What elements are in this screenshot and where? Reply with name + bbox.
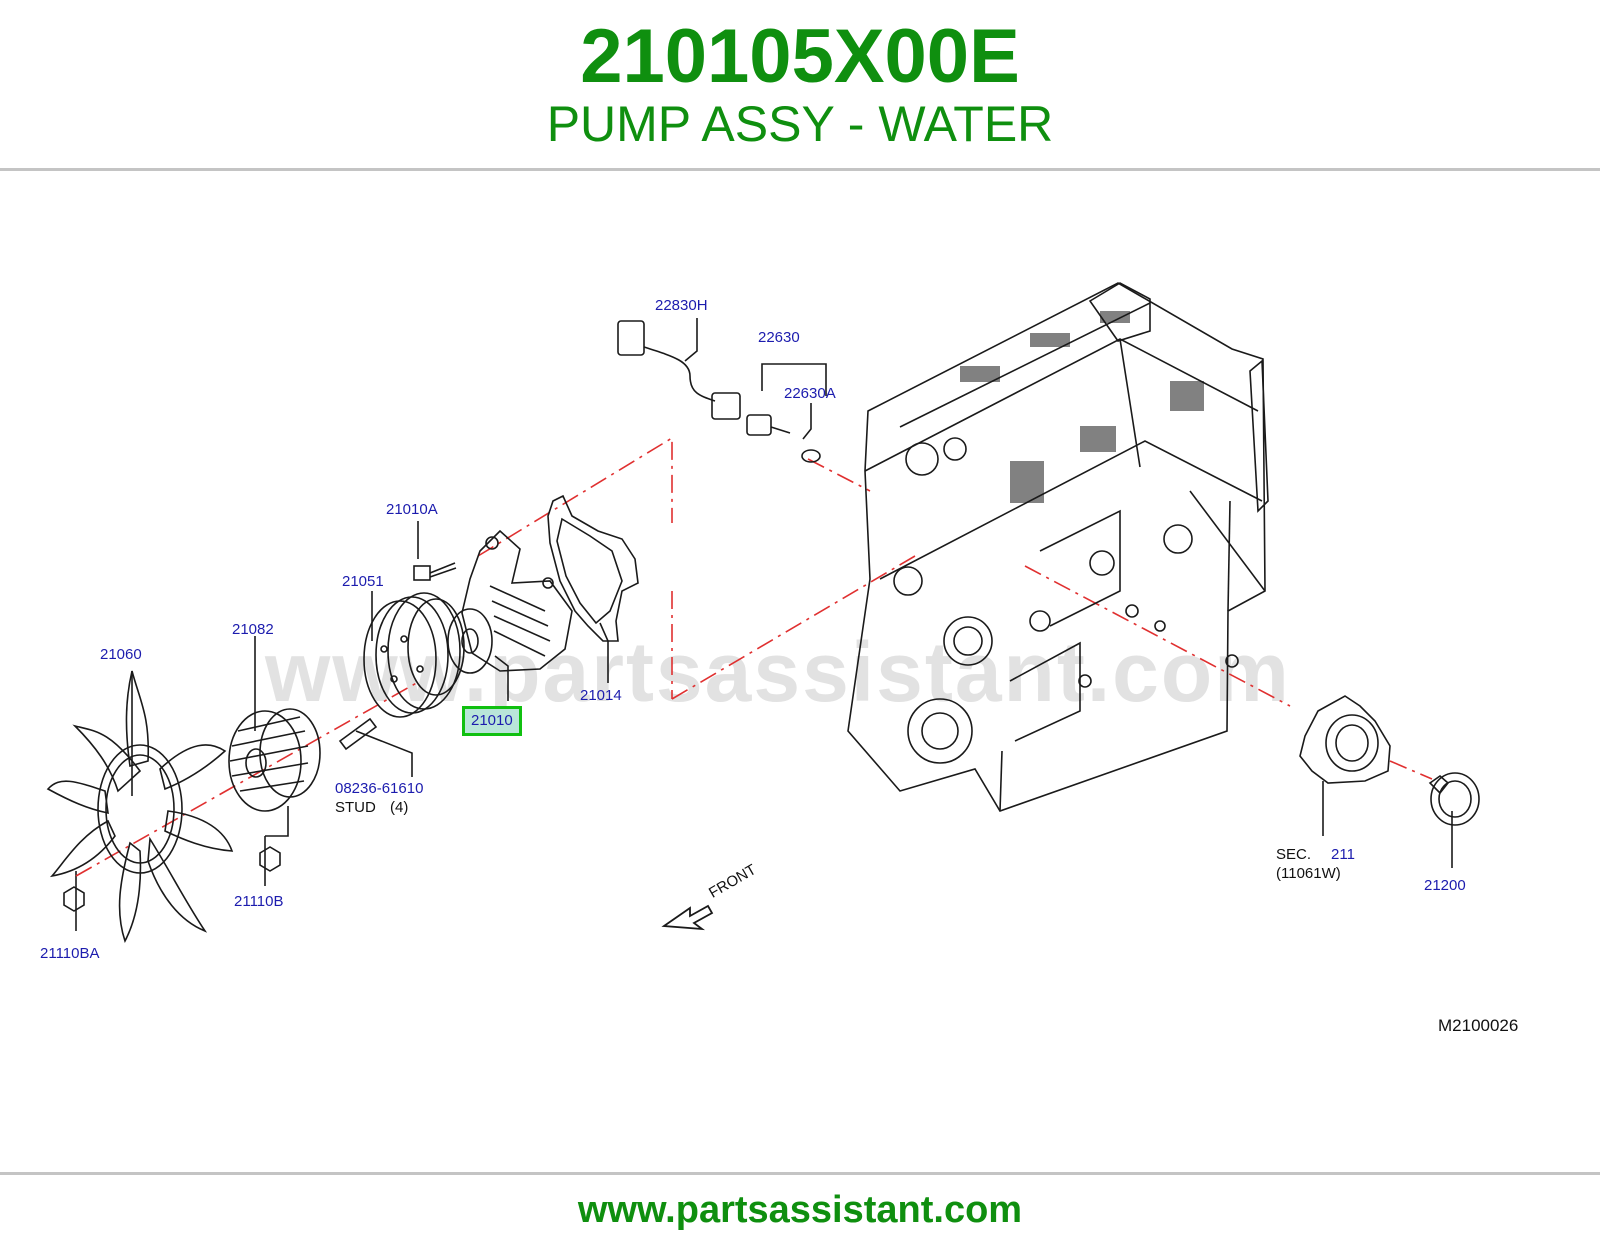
leader-lines	[75, 318, 1453, 931]
callout-22830h[interactable]: 22830H	[655, 297, 708, 314]
engine-block-hatching	[960, 311, 1204, 503]
cooling-fan-drawing	[46, 670, 234, 944]
water-pump-drawing	[447, 529, 573, 674]
section-reference: (11061W)	[1276, 865, 1341, 882]
callout-21200[interactable]: 21200	[1424, 877, 1466, 894]
center-lines	[75, 436, 1433, 877]
site-url-link[interactable]: www.partsassistant.com	[577, 1189, 1023, 1231]
callout-21014[interactable]: 21014	[580, 687, 622, 704]
callout-22630[interactable]: 22630	[758, 329, 800, 346]
page-header: 210105X00E PUMP ASSY - WATER	[0, 0, 1600, 171]
callout-21110ba[interactable]: 21110BA	[40, 945, 100, 962]
section-label: SEC.	[1276, 846, 1312, 863]
callout-sec-211[interactable]: 211	[1331, 846, 1355, 863]
callout-21110b[interactable]: 21110B	[234, 893, 284, 910]
page-footer: www.partsassistant.com	[0, 1172, 1600, 1243]
callout-21010-highlighted[interactable]: 21010	[462, 706, 522, 736]
thermostat-drawing	[1428, 772, 1480, 826]
callout-21010a[interactable]: 21010A	[386, 501, 438, 518]
callout-21051[interactable]: 21051	[342, 573, 384, 590]
part-number-title: 210105X00E	[580, 14, 1020, 99]
parts-diagram: www.partsassistant.com	[0, 171, 1600, 1173]
callout-22630a[interactable]: 22630A	[784, 385, 836, 402]
temperature-sensor-harness	[617, 320, 821, 463]
stud-label: STUD	[335, 799, 376, 816]
pump-gasket-drawing	[547, 494, 639, 642]
pulley-drawing	[363, 592, 465, 718]
fan-clutch-drawing	[228, 708, 321, 812]
callout-21060[interactable]: 21060	[100, 646, 142, 663]
exploded-view-drawing	[46, 282, 1480, 944]
engine-block-drawing	[847, 282, 1269, 812]
thermostat-housing-drawing	[1299, 695, 1391, 784]
front-arrow-icon	[661, 904, 714, 931]
stud-quantity: (4)	[390, 799, 409, 816]
part-name-subtitle: PUMP ASSY - WATER	[546, 96, 1054, 152]
figure-code: M2100026	[1438, 1016, 1519, 1035]
bolt-and-stud-drawing	[63, 562, 457, 912]
callout-08236-61610[interactable]: 08236-61610	[335, 780, 424, 797]
callout-21082[interactable]: 21082	[232, 621, 274, 638]
